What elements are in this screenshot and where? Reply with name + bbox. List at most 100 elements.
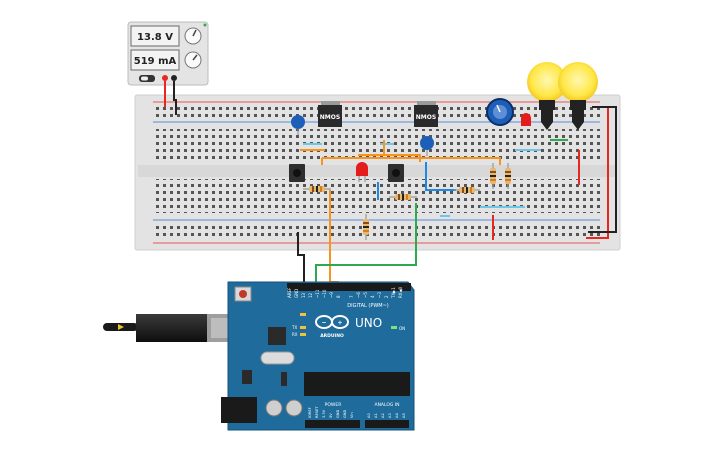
pin-gnd-b-label: GND bbox=[343, 410, 347, 418]
mosfet-left-label: NMOS bbox=[320, 114, 340, 121]
voltage-knob[interactable] bbox=[184, 27, 202, 45]
pin-gnd-label: GND bbox=[294, 289, 299, 298]
crystal-oscillator bbox=[260, 351, 295, 365]
svg-text:−: − bbox=[321, 320, 326, 327]
reset-button[interactable] bbox=[234, 286, 252, 302]
pin-11-label: ~11 bbox=[315, 289, 320, 298]
pin-5v-label: 5V bbox=[329, 413, 333, 418]
resistor-4[interactable] bbox=[363, 214, 369, 240]
power-switch[interactable] bbox=[139, 75, 155, 82]
wire-orange-gate-bus[interactable] bbox=[322, 157, 501, 165]
mosfet-right[interactable]: NMOS bbox=[414, 101, 438, 127]
svg-text:+: + bbox=[337, 320, 342, 327]
power-header[interactable] bbox=[305, 420, 360, 428]
usb-cable[interactable] bbox=[103, 314, 237, 342]
components[interactable]: NMOS NMOS bbox=[289, 62, 598, 240]
pin-reset-label: RESET bbox=[315, 406, 319, 418]
mosfet-right-label: NMOS bbox=[416, 114, 436, 121]
atmega-chip bbox=[304, 372, 410, 396]
top-power-rail-holes[interactable] bbox=[155, 104, 603, 120]
tx-led bbox=[300, 326, 306, 329]
bottom-power-rail-holes[interactable] bbox=[155, 224, 603, 240]
digital-header-label: DIGITAL (PWM~) bbox=[347, 303, 389, 309]
ceramic-capacitor-right[interactable] bbox=[420, 136, 434, 156]
on-led-label: ON bbox=[399, 326, 405, 331]
pin-2-label: 2 bbox=[384, 295, 389, 298]
wire-black-arduino-gnd[interactable] bbox=[297, 232, 305, 290]
wire-orange-mid[interactable] bbox=[358, 154, 421, 162]
voltage-display: 13.8 V bbox=[137, 32, 173, 43]
pin-6-label: ~6 bbox=[356, 292, 361, 298]
wire-psu-negative[interactable] bbox=[173, 81, 177, 115]
voltage-regulator bbox=[242, 370, 252, 384]
pin-12-label: 12 bbox=[308, 292, 313, 298]
resistor-2[interactable] bbox=[389, 194, 417, 200]
brand-name: ARDUINO bbox=[320, 333, 344, 339]
mosfet-left[interactable]: NMOS bbox=[318, 101, 342, 127]
pin-7-label: 7 bbox=[349, 295, 354, 298]
resistor-1[interactable] bbox=[303, 186, 331, 192]
resistor-6[interactable] bbox=[505, 163, 511, 189]
arduino-uno[interactable]: AREF GND 13 12 ~11 ~10 ~9 8 7 ~6 ~5 4 ~3… bbox=[221, 281, 415, 431]
usb-interface-chip bbox=[268, 327, 286, 345]
pin-a2-label: A2 bbox=[381, 413, 385, 418]
power-header-label: POWER bbox=[325, 402, 342, 408]
resistor-5[interactable] bbox=[490, 163, 496, 189]
pin-3-label: ~3 bbox=[377, 292, 382, 298]
tx-led-label: TX bbox=[291, 325, 297, 330]
usb-plug-icon bbox=[118, 324, 124, 330]
pin-a1-label: A1 bbox=[374, 413, 378, 418]
wire-blue-mosfet[interactable] bbox=[425, 162, 456, 191]
power-pin-labels: IOREF RESET 3.3V 5V GND GND Vin bbox=[308, 406, 354, 418]
led-red-center[interactable] bbox=[356, 162, 368, 182]
pushbutton-left[interactable] bbox=[289, 164, 305, 182]
pin-vin-label: Vin bbox=[350, 412, 354, 418]
pin-a5-label: A5 bbox=[402, 413, 406, 418]
power-supply[interactable]: 13.8 V 519 mA bbox=[127, 21, 209, 86]
psu-indicator-led bbox=[203, 23, 207, 27]
pin-4-label: 4 bbox=[370, 295, 375, 298]
pin-3v3-label: 3.3V bbox=[322, 409, 326, 418]
dc-barrel-jack[interactable] bbox=[221, 397, 257, 423]
rx-led-label: RX bbox=[292, 332, 298, 337]
pin-aref-label: AREF bbox=[287, 287, 292, 298]
digital-header[interactable] bbox=[287, 283, 411, 291]
current-knob[interactable] bbox=[184, 51, 202, 69]
negative-terminal[interactable] bbox=[171, 75, 177, 81]
pin-rx0-label: RX◀0 bbox=[398, 286, 403, 298]
wire-green-arduino[interactable] bbox=[315, 203, 417, 290]
pin-gnd-a-label: GND bbox=[336, 410, 340, 418]
wire-lamp-negative[interactable] bbox=[588, 106, 617, 233]
board-name: UNO bbox=[355, 316, 382, 330]
pin-a3-label: A3 bbox=[388, 413, 392, 418]
light-bulb-left[interactable] bbox=[527, 62, 567, 130]
pin-a0-label: A0 bbox=[367, 413, 371, 418]
pin-ioref-label: IOREF bbox=[308, 407, 312, 418]
pin-5-label: ~5 bbox=[363, 292, 368, 298]
ceramic-capacitor-left[interactable] bbox=[291, 115, 305, 135]
pushbutton-right[interactable] bbox=[388, 164, 404, 182]
pin-8-label: 8 bbox=[336, 295, 341, 298]
on-led bbox=[391, 326, 397, 329]
capacitor-1 bbox=[265, 399, 283, 417]
analog-header-label: ANALOG IN bbox=[374, 402, 399, 408]
center-channel bbox=[138, 165, 617, 177]
light-bulb-right[interactable] bbox=[558, 62, 598, 130]
pin-tx1-label: TX▶1 bbox=[391, 287, 396, 299]
arduino-logo: − + bbox=[315, 315, 349, 329]
positive-terminal[interactable] bbox=[162, 75, 168, 81]
analog-header[interactable] bbox=[365, 420, 409, 428]
pin-13-label: 13 bbox=[301, 292, 306, 298]
pin-9-label: ~9 bbox=[329, 292, 334, 298]
pin-10-label: ~10 bbox=[322, 289, 327, 298]
l-led bbox=[300, 313, 306, 316]
current-display: 519 mA bbox=[134, 56, 177, 67]
small-component bbox=[281, 372, 287, 386]
capacitor-2 bbox=[285, 399, 303, 417]
resistor-3[interactable] bbox=[454, 187, 480, 193]
potentiometer[interactable] bbox=[486, 98, 514, 126]
led-red-right[interactable] bbox=[521, 113, 531, 126]
rx-led bbox=[300, 333, 306, 336]
digital-pin-labels: AREF GND 13 12 ~11 ~10 ~9 8 7 ~6 ~5 4 ~3… bbox=[287, 286, 403, 299]
